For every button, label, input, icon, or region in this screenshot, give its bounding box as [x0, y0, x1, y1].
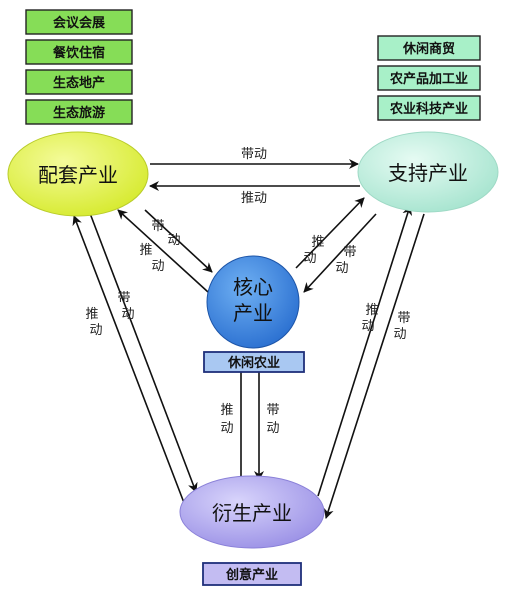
arrow-label: 动 — [220, 421, 233, 436]
arrow-label: 动 — [361, 319, 374, 334]
box-label: 会议会展 — [53, 15, 106, 31]
node-label-line1: 核心 — [233, 275, 273, 299]
arrow-label: 推 — [85, 307, 98, 322]
node-label: 支持产业 — [388, 161, 468, 185]
arrow-label: 动 — [335, 261, 348, 276]
arrow-label: 推 — [220, 403, 233, 418]
arrow-label: 推 — [365, 303, 378, 318]
box-label: 休闲农业 — [227, 355, 280, 371]
node-label: 配套产业 — [38, 163, 118, 187]
box-label: 生态地产 — [53, 75, 105, 91]
arrow-label: 推动 — [241, 191, 267, 206]
peitao-boxes: 会议会展 餐饮住宿 生态地产 生态旅游 — [25, 9, 133, 125]
arrow-label: 动 — [151, 259, 164, 274]
yansheng-box: 创意产业 — [202, 562, 302, 586]
hexin-box: 休闲农业 — [203, 351, 305, 373]
arrow-label: 带 — [343, 245, 356, 260]
node-label: 衍生产业 — [212, 501, 292, 525]
arrow-label: 动 — [266, 421, 279, 436]
arrow-label: 带 — [266, 403, 279, 418]
arrow-label: 带 — [117, 291, 130, 306]
arrow-label: 动 — [89, 323, 102, 338]
arrow-label: 推 — [311, 235, 324, 250]
box-label: 生态旅游 — [53, 105, 105, 121]
box-label: 餐饮住宿 — [52, 45, 105, 61]
arrow-label: 带 — [151, 219, 164, 234]
box-label: 创意产业 — [225, 567, 278, 583]
node-label-line2: 产业 — [233, 301, 273, 325]
arrow-label: 推 — [139, 243, 152, 258]
box-label: 休闲商贸 — [402, 41, 455, 57]
arrow-label: 带动 — [241, 147, 267, 162]
arrow-label: 动 — [303, 251, 316, 266]
box-label: 农产品加工业 — [389, 71, 468, 87]
arrow-label: 动 — [121, 307, 134, 322]
node-hexin: 核心 产业 — [206, 255, 300, 349]
box-label: 农业科技产业 — [389, 101, 468, 117]
arrow-labels: 带动 推动 带 动 推 动 推 动 带 动 推 动 带 动 推 动 带 动 推 … — [85, 147, 410, 436]
arrow-label: 带 — [397, 311, 410, 326]
node-yansheng: 衍生产业 — [179, 475, 325, 549]
arrows — [72, 159, 425, 519]
node-peitao: 配套产业 — [7, 131, 149, 217]
arrow-label: 动 — [393, 327, 406, 342]
arrow-label: 动 — [167, 233, 180, 248]
node-zhichi: 支持产业 — [357, 131, 499, 213]
zhichi-boxes: 休闲商贸 农产品加工业 农业科技产业 — [377, 35, 481, 121]
